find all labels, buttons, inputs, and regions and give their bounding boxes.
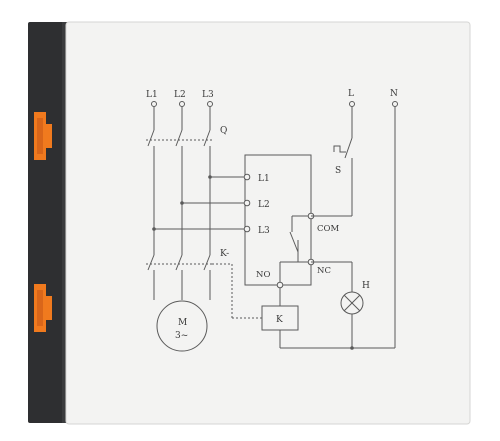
label-relay-no: NO <box>256 270 270 280</box>
breaker-q <box>146 129 212 147</box>
orange-clip-bottom <box>34 284 52 332</box>
label-supply-l: L <box>348 89 354 99</box>
switch-icon <box>333 137 353 159</box>
label-lamp-h: H <box>362 281 370 291</box>
label-switch-s: S <box>335 166 341 176</box>
label-relay-nc: NC <box>317 266 331 276</box>
label-relay-l3: L3 <box>258 226 270 236</box>
label-relay-com: COM <box>317 224 339 234</box>
label-supply-l1: L1 <box>146 90 158 100</box>
label-supply-l3: L3 <box>202 90 214 100</box>
label-breaker-q: Q <box>220 126 227 136</box>
lamp-icon <box>340 291 364 315</box>
contactor-k <box>146 254 212 271</box>
label-motor-m: M <box>178 318 187 328</box>
label-motor-3: 3~ <box>175 331 188 341</box>
label-relay-l2: L2 <box>258 200 270 210</box>
orange-clip-top <box>34 112 52 160</box>
label-coil-k: K <box>276 315 283 325</box>
label-relay-l1: L1 <box>258 174 270 184</box>
front-panel <box>65 21 471 425</box>
din-rail <box>28 22 66 423</box>
label-supply-n: N <box>390 89 398 99</box>
label-contactor-k: K- <box>220 249 229 259</box>
motor-icon <box>156 300 208 352</box>
label-supply-l2: L2 <box>174 90 186 100</box>
